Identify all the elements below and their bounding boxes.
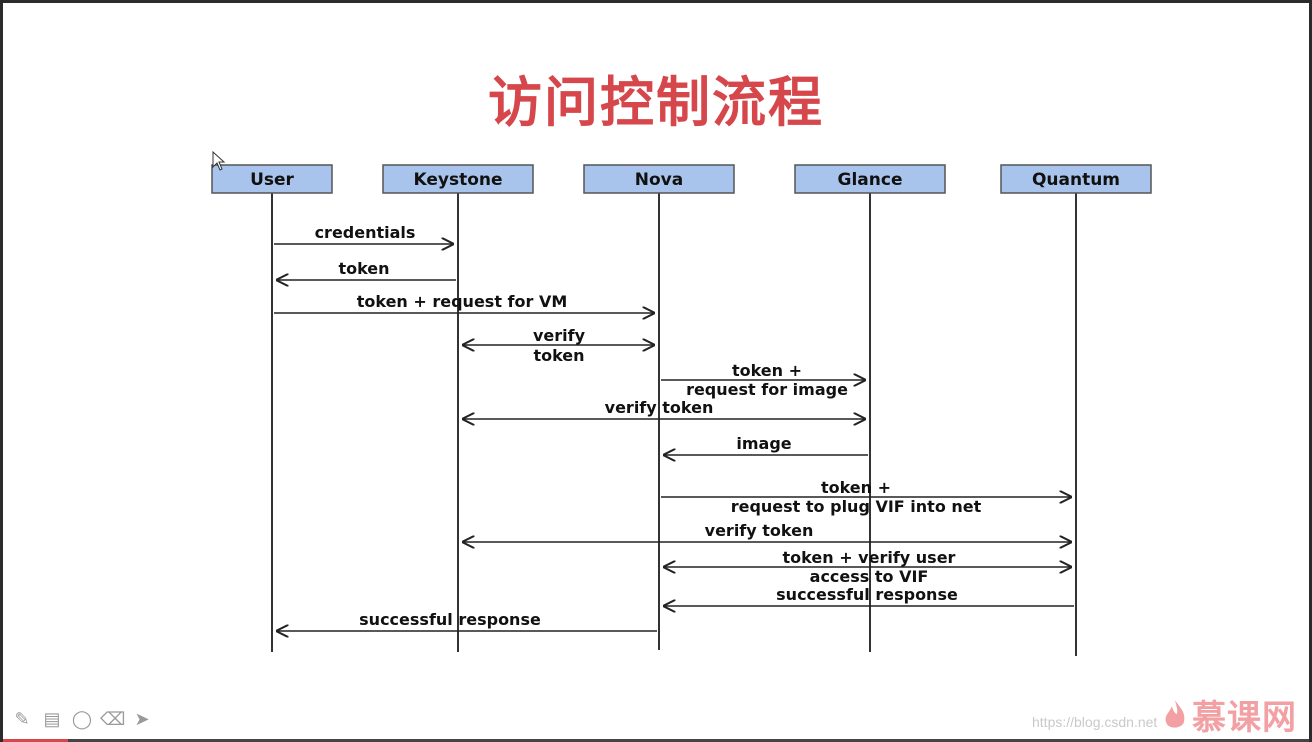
pointer-icon[interactable]: ➤ xyxy=(134,709,150,729)
message-1: credentials xyxy=(274,223,454,244)
actor-box xyxy=(382,164,534,194)
actor-user: User xyxy=(211,164,333,652)
ellipse-icon[interactable]: ◯ xyxy=(71,709,93,729)
brand-name: 慕课网 xyxy=(1192,698,1297,738)
message-label: token + request for VM xyxy=(357,292,568,311)
message-label: verify xyxy=(533,326,586,345)
actor-label: User xyxy=(250,170,294,190)
pen-icon[interactable]: ✎ xyxy=(14,709,30,729)
message-label: image xyxy=(736,434,791,453)
actor-box xyxy=(583,164,735,194)
actor-keystone: Keystone xyxy=(382,164,534,652)
annotation-toolbar: ✎ ▤ ◯ ⌫ ➤ xyxy=(10,708,154,730)
message-label: token xyxy=(533,346,584,365)
message-label: credentials xyxy=(315,223,416,242)
watermark: https://blog.csdn.net xyxy=(1032,714,1158,730)
message-9: verify token xyxy=(462,521,1072,542)
message-label: verify token xyxy=(705,521,814,540)
actor-label: Keystone xyxy=(413,170,502,190)
slide-title: 访问控制流程 xyxy=(488,71,824,134)
actor-label: Glance xyxy=(838,170,903,190)
brand-logo: 慕课网 xyxy=(1162,690,1297,739)
actor-glance: Glance xyxy=(794,164,946,652)
message-label: token + xyxy=(732,361,802,380)
message-11: successful response xyxy=(663,585,1074,606)
message-label: access to VIF xyxy=(810,567,929,586)
message-label: request to plug VIF into net xyxy=(731,497,982,516)
message-8: token +request to plug VIF into net xyxy=(661,478,1072,516)
actor-label: Nova xyxy=(635,170,683,190)
message-label: verify token xyxy=(605,398,714,417)
message-5: token +request for image xyxy=(661,361,866,399)
actor-box xyxy=(794,164,946,194)
eraser-icon[interactable]: ⌫ xyxy=(100,709,126,729)
video-progress-bar[interactable] xyxy=(3,739,1309,742)
message-2: token xyxy=(276,259,456,280)
message-6: verify token xyxy=(462,398,866,419)
actor-label: Quantum xyxy=(1032,170,1120,190)
message-label: token + verify user xyxy=(783,548,956,567)
message-label: successful response xyxy=(776,585,958,604)
actor-box xyxy=(1000,164,1152,194)
flame-logo-icon xyxy=(1165,699,1185,728)
message-label: token + xyxy=(821,478,891,497)
message-12: successful response xyxy=(276,610,657,631)
actor-box xyxy=(211,164,333,194)
mouse-cursor-icon xyxy=(212,151,226,171)
message-7: image xyxy=(663,434,868,455)
message-3: token + request for VM xyxy=(274,292,655,313)
actor-quantum: Quantum xyxy=(1000,164,1152,656)
message-label: successful response xyxy=(359,610,541,629)
actor-nova: Nova xyxy=(583,164,735,650)
message-label: request for image xyxy=(686,380,848,399)
notes-icon[interactable]: ▤ xyxy=(43,709,61,729)
slide xyxy=(3,3,1309,739)
message-label: token xyxy=(338,259,389,278)
